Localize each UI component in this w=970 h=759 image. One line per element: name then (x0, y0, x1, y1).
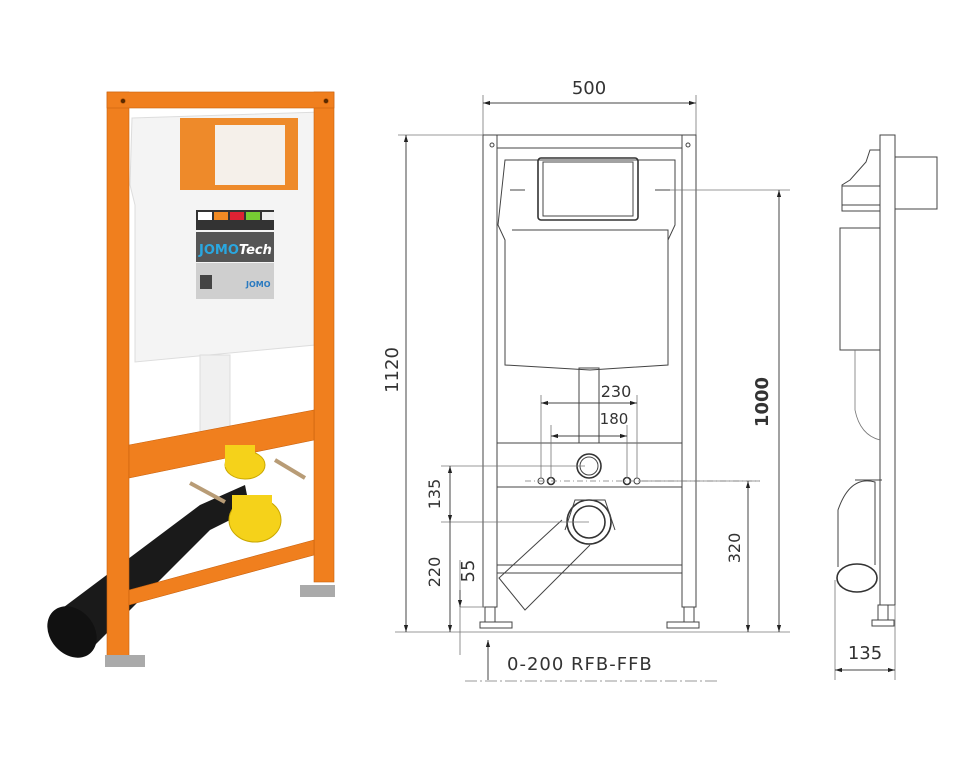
foot (105, 655, 145, 667)
depth-dimension: 135 (848, 643, 882, 664)
dimension-1000: 1000 (752, 377, 773, 427)
dimension-55: 55 (458, 560, 479, 583)
floor-adjustment-label: 0-200 RFB-FFB (507, 654, 653, 675)
side-view-drawing: 135 (834, 134, 938, 680)
cistern: JOMOTech JOMO (129, 111, 323, 436)
foot (300, 585, 335, 597)
dimension-135: 135 (425, 479, 444, 510)
dimension-180: 180 (600, 410, 629, 428)
product-photo: JOMOTech JOMO (47, 91, 335, 667)
height-1120-dimension: 1120 (382, 347, 403, 393)
small-logo: JOMO (245, 280, 271, 289)
yellow-fittings (224, 445, 282, 543)
orange-frame (106, 91, 335, 658)
brand-label: JOMOTech (198, 243, 272, 258)
front-view-drawing: 500 (382, 78, 790, 682)
dimension-320: 320 (725, 533, 744, 564)
width-dimension: 500 (572, 78, 606, 99)
qr-code-icon (200, 275, 212, 289)
dimension-230: 230 (601, 382, 632, 401)
dimension-220: 220 (425, 557, 444, 588)
